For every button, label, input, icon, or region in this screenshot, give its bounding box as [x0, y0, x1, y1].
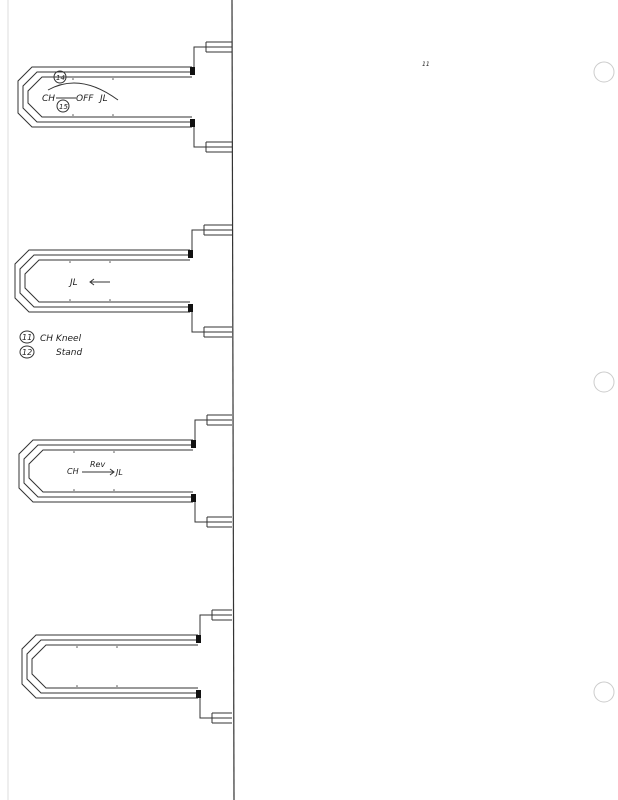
action-label: Rev — [90, 460, 105, 469]
marker-dot — [113, 451, 115, 453]
marker-dot — [73, 451, 75, 453]
end-block — [191, 440, 196, 448]
marker-dot — [112, 114, 114, 116]
binder-hole — [593, 681, 615, 703]
end-block — [190, 67, 195, 75]
unit-2 — [14, 224, 232, 338]
marker-dot — [113, 489, 115, 491]
to-label: JL — [98, 94, 108, 104]
marker-dot — [109, 299, 111, 301]
top-mark: 11 — [422, 61, 430, 68]
marker-dot — [72, 114, 74, 116]
track-outline — [18, 439, 193, 503]
to-label: JL — [68, 278, 78, 288]
track-outline — [24, 259, 190, 303]
unit-3 — [18, 414, 232, 528]
connector-bracket — [194, 414, 232, 528]
to-label: JL — [114, 468, 123, 477]
track-outline — [21, 634, 198, 699]
track-outline — [14, 249, 190, 313]
marker-dot — [112, 78, 114, 80]
unit-2-annotations: JL — [68, 278, 110, 288]
end-block — [188, 304, 193, 312]
binder-hole — [593, 371, 615, 393]
from-label: CH — [42, 94, 55, 104]
end-block — [191, 494, 196, 502]
connector-bracket — [193, 41, 232, 153]
from-label: CH — [67, 467, 79, 476]
marker-dot — [116, 646, 118, 648]
track-outline — [19, 254, 190, 308]
marker-dot — [76, 685, 78, 687]
marker-dot — [76, 646, 78, 648]
marker-dot — [69, 299, 71, 301]
marker-dot — [69, 261, 71, 263]
unit-1-annotations: 14 CH OFF JL 15 — [42, 70, 119, 113]
legend-text: CH Kneel — [40, 334, 82, 344]
legend-num: 12 — [22, 348, 32, 357]
legend-text: Stand — [56, 348, 82, 358]
center-divider-line — [231, 0, 235, 800]
end-block — [196, 690, 201, 698]
marker-dot — [109, 261, 111, 263]
unit-3-annotations: CH Rev JL — [67, 460, 123, 477]
legend-num: 11 — [22, 333, 32, 342]
connector-bracket — [199, 609, 232, 724]
track-outline — [27, 76, 192, 118]
unit-4 — [21, 609, 232, 724]
action-label: OFF — [76, 94, 94, 104]
connector-bracket — [191, 224, 232, 338]
end-block — [190, 119, 195, 127]
track-outline — [23, 444, 193, 498]
mark-a: 14 — [56, 74, 65, 82]
track-outline — [28, 449, 193, 493]
track-outline — [26, 639, 198, 694]
marker-dot — [72, 78, 74, 80]
legend: 11 CH Kneel 12 Stand — [19, 330, 82, 359]
track-outline — [31, 644, 198, 689]
end-block — [196, 635, 201, 643]
mark-b: 15 — [59, 103, 68, 111]
marker-dot — [116, 685, 118, 687]
binder-hole — [593, 61, 615, 83]
track-outline — [17, 66, 192, 128]
end-block — [188, 250, 193, 258]
marker-dot — [73, 489, 75, 491]
